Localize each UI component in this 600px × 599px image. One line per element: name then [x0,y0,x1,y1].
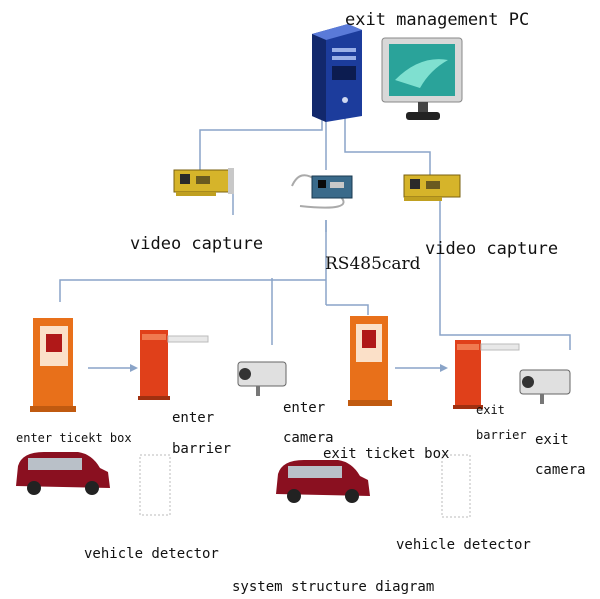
line-pc-to-right-capture [344,118,431,175]
label-exit-barrier-line1: exit [476,403,505,417]
rs485-card-icon [291,174,353,209]
label-vehicle-detector-left: vehicle detector [84,546,219,562]
capture-card-icon [403,174,461,201]
label-exit-camera-line2: camera [535,462,586,478]
line-right-capture-down [439,200,571,350]
label-enter-camera-line1: enter [283,400,326,416]
label-enter-camera-line2: camera [283,430,334,446]
detector-loop-icon [139,454,171,516]
connection-lines [59,118,571,369]
label-exit-pc: exit management PC [345,10,530,30]
label-exit-ticket-box: exit ticket box [323,446,450,462]
arrowhead-enter [130,364,138,372]
label-enter-ticket-box: enter ticekt box [16,431,132,445]
line-rs485-to-enter-box [59,279,326,302]
capture-card-icon [173,168,234,196]
car-icon [16,452,110,495]
barrier-gate-icon [138,330,209,400]
arrow-heads [130,364,448,372]
label-exit-camera-line1: exit [535,432,569,448]
arrowhead-exit [440,364,448,372]
barrier-gate-icon [453,340,520,409]
label-exit-barrier-line2: barrier [476,428,527,442]
label-vehicle-detector-right: vehicle detector [396,537,531,553]
label-enter-barrier-line2: barrier [172,441,232,457]
camera-icon [237,361,287,396]
monitor-icon [381,37,463,120]
ticket-box-icon [348,316,392,406]
diagram-caption: system structure diagram [232,579,435,595]
pc-tower-icon [312,24,362,122]
car-icon [276,460,370,503]
ticket-box-icon [30,318,76,412]
line-rs485-to-exit-box [326,304,369,315]
label-video-capture-right: video capture [425,239,559,259]
label-enter-barrier-line1: enter [172,410,215,426]
label-rs485: RS485card [325,254,421,274]
detector-loop-icon [441,454,471,518]
camera-icon [519,369,571,404]
line-pc-to-left-capture [199,118,323,170]
label-video-capture-left: video capture [130,234,264,254]
